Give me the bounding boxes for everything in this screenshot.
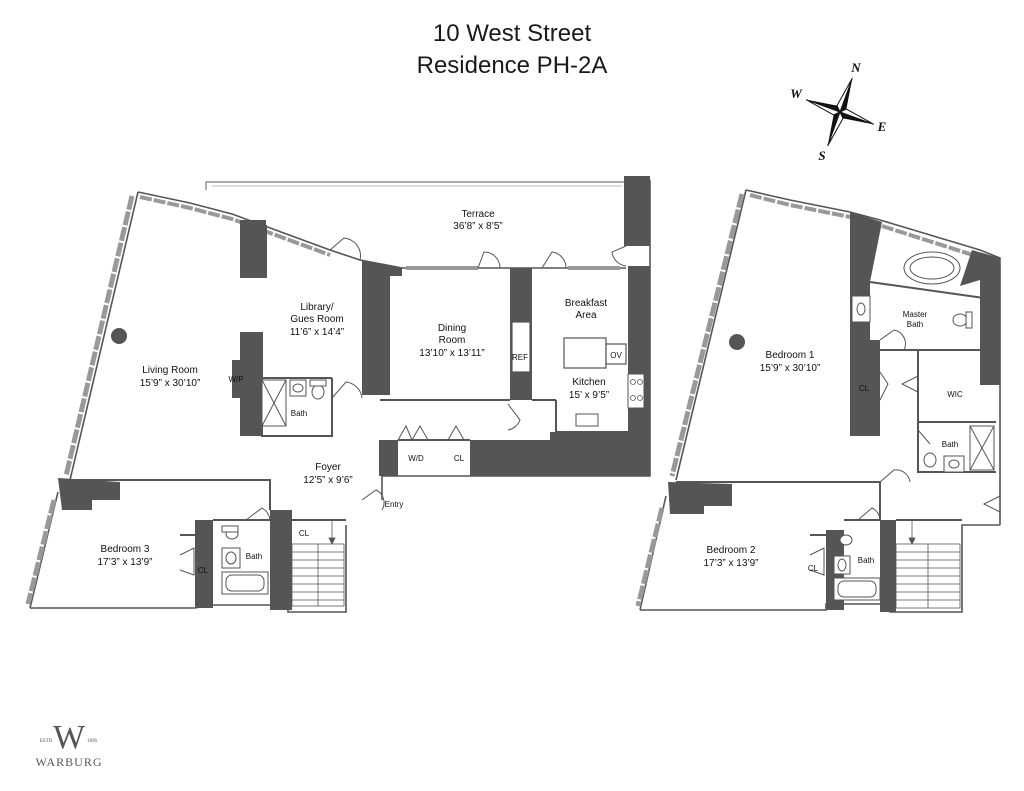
bedroom1-label: Bedroom 1: [766, 350, 815, 361]
bedroom3-label: Bedroom 3: [101, 544, 150, 555]
stairs-right: [895, 520, 961, 609]
compass-south: S: [818, 148, 825, 163]
kitchen-island: [563, 337, 607, 369]
window-bedroom1: [669, 193, 745, 477]
dining-dim: 13’10” x 13’11”: [419, 348, 484, 359]
plan-title-line2: Residence PH-2A: [416, 52, 608, 79]
cl-tag-bed2: CL: [808, 564, 819, 573]
cl-tag-foyer: CL: [454, 454, 465, 463]
master-bath-label-2: Bath: [907, 320, 923, 329]
stairs-left: [291, 520, 345, 607]
window-top-living: [139, 195, 331, 257]
bedroom2-label: Bedroom 2: [707, 545, 756, 556]
bath-tag-main: Bath: [291, 409, 307, 418]
foyer-label: Foyer: [315, 462, 341, 473]
compass-rose-icon: [805, 77, 875, 147]
structural-walls: [58, 176, 650, 610]
bedroom3-dim: 17’3” x 13’9”: [97, 557, 152, 568]
entry-tag: Entry: [385, 500, 404, 509]
bath-fixtures-left: [221, 379, 327, 595]
warburg-logo: W ESTD 1896 WARBURG: [35, 719, 102, 769]
kitchen-label: Kitchen: [572, 377, 605, 388]
breakfast-label-1: Breakfast: [565, 298, 607, 309]
compass-east: E: [877, 119, 887, 134]
door-swings: [179, 237, 627, 576]
terrace-dim: 36’8” x 8’5”: [453, 221, 502, 232]
oven: [605, 343, 627, 365]
bedroom1-column: [729, 334, 745, 350]
bath-tag-bed3: Bath: [246, 552, 262, 561]
bedroom2-dim: 17’3” x 13’9”: [703, 558, 758, 569]
bath-tag-bed2: Bath: [858, 556, 874, 565]
wic-tag: WIC: [947, 390, 963, 399]
warburg-year: 1896: [87, 739, 98, 744]
library-label-1: Library/: [300, 302, 334, 313]
cl-tag-bed3: CL: [198, 566, 209, 575]
door-swings-right: [809, 329, 1001, 576]
warburg-estd: ESTD: [40, 739, 53, 744]
living-dim: 15’9” x 30’10”: [140, 378, 201, 389]
terrace-label: Terrace: [461, 209, 495, 220]
library-dim: 11’6” x 14’4”: [290, 327, 344, 338]
kitchen-sink: [575, 413, 599, 427]
cl-tag-bed1: CL: [859, 384, 870, 393]
refrigerator: [511, 321, 531, 373]
dining-label-1: Dining: [438, 323, 466, 334]
wp-tag: W/P: [228, 375, 243, 384]
cooktop: [627, 373, 645, 409]
cl-tag-stair: CL: [299, 529, 310, 538]
ref-tag: REF: [512, 353, 528, 362]
wd-tag: W/D: [408, 454, 424, 463]
window-bedroom3: [25, 499, 57, 605]
living-column: [111, 328, 127, 344]
library-label-2: Gues Room: [290, 314, 343, 325]
dining-label-2: Room: [439, 335, 466, 346]
kitchen-dim: 15’ x 9’5”: [569, 390, 609, 401]
breakfast-label-2: Area: [575, 310, 597, 321]
living-label: Living Room: [142, 365, 198, 376]
interior-walls: [70, 225, 628, 536]
plan-title-line1: 10 West Street: [432, 20, 592, 47]
warburg-monogram: W: [53, 719, 86, 756]
compass-north: N: [850, 60, 861, 75]
bath-tag-bed1: Bath: [942, 440, 958, 449]
compass-west: W: [790, 86, 803, 101]
master-bath-fixtures: [833, 251, 995, 601]
foyer-dim: 12’5” x 9’6”: [303, 475, 352, 486]
window-bedroom2: [635, 507, 665, 607]
master-bath-label-1: Master: [903, 310, 928, 319]
warburg-wordmark: WARBURG: [35, 755, 102, 769]
bedroom1-dim: 15’9” x 30’10”: [760, 363, 821, 374]
ov-tag: OV: [610, 351, 622, 360]
